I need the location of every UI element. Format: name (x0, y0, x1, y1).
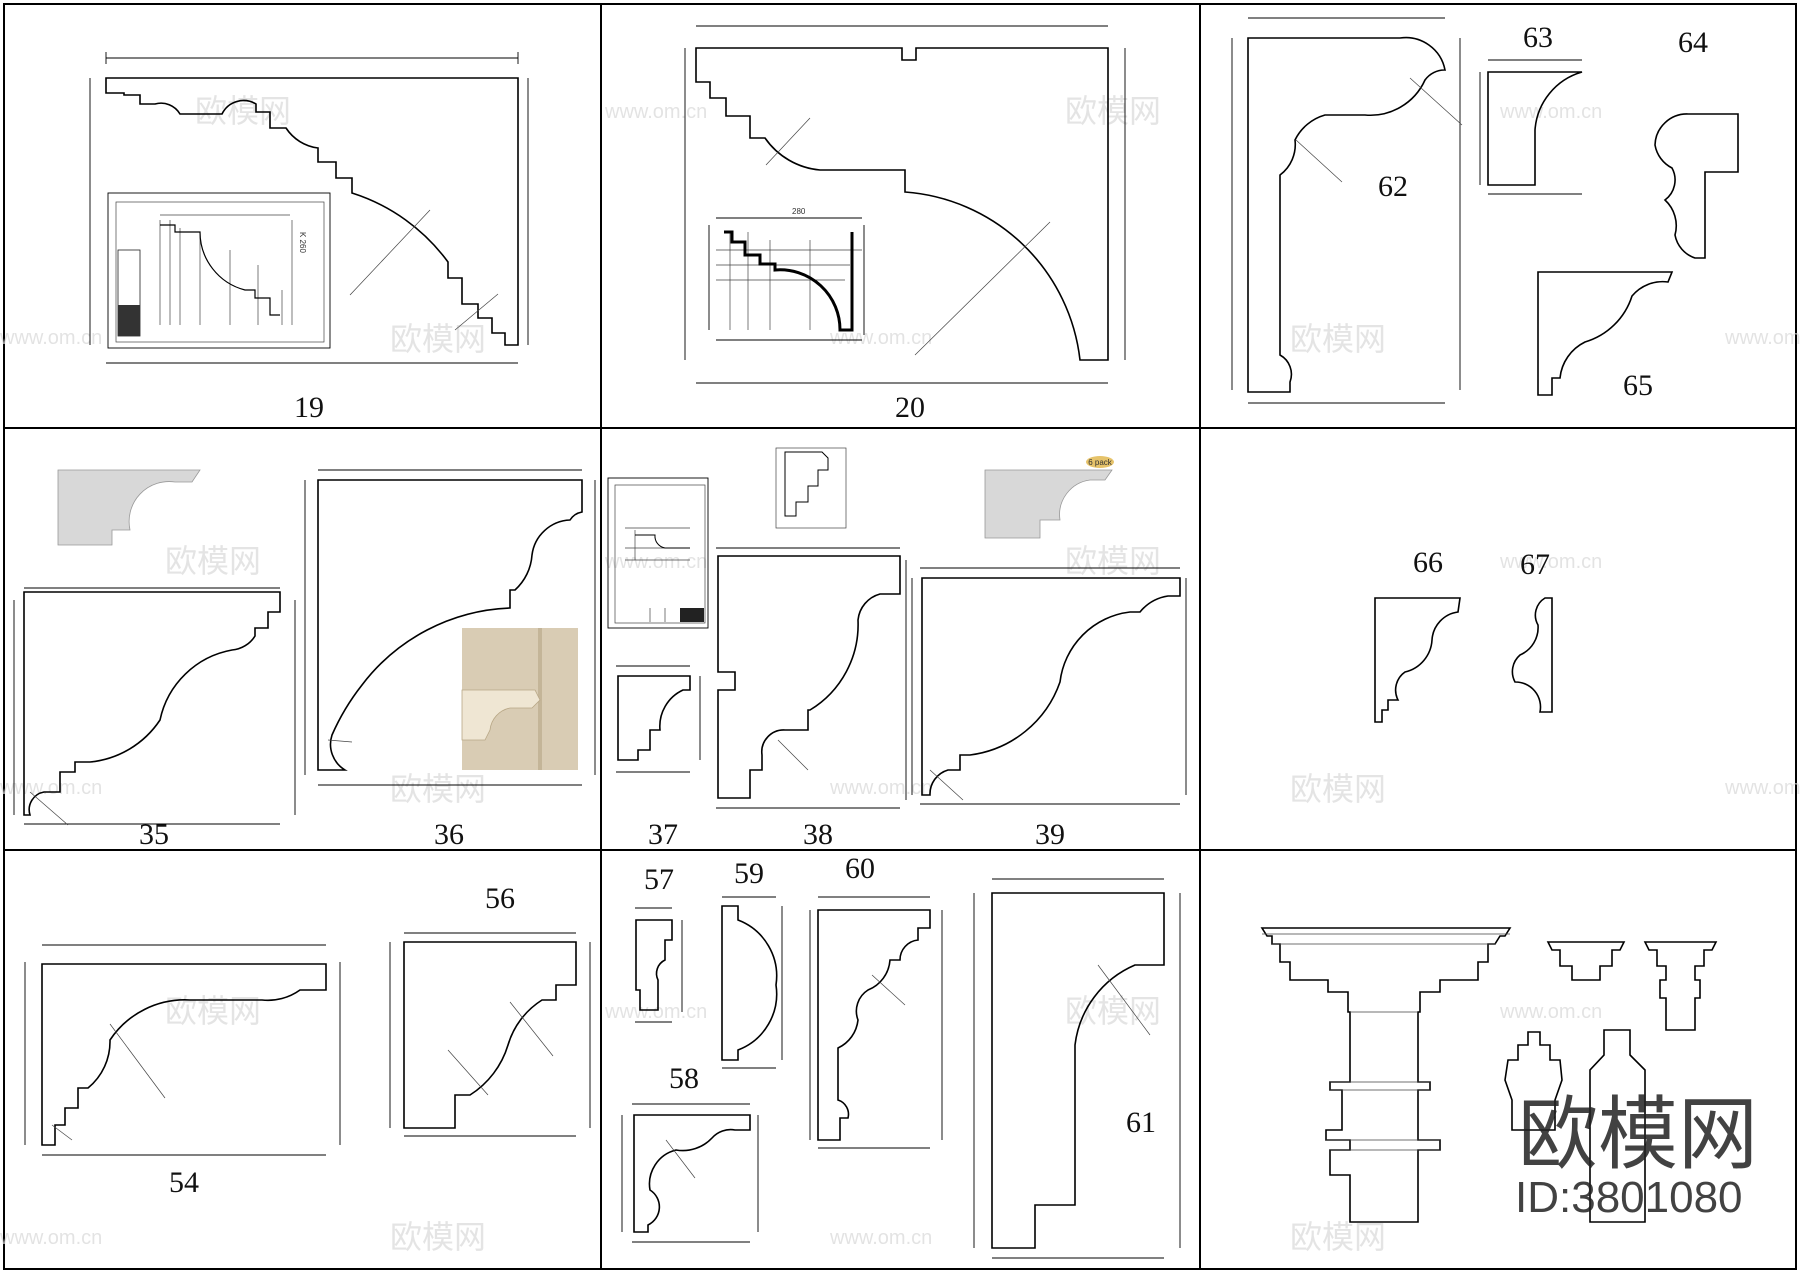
profile-61-number: 61 (1126, 1106, 1156, 1139)
watermark-url: www.om.cn (604, 1001, 707, 1023)
watermark-brand: 欧模网 (1065, 92, 1161, 130)
profile-66-drawing: 66 (1374, 546, 1461, 723)
watermark-brand: 欧模网 (390, 1218, 486, 1256)
profile-57-drawing: 57 (635, 863, 683, 1023)
profile-62-drawing: 62 (1231, 17, 1463, 404)
grid-frame (3, 3, 1797, 1270)
watermark-url: www.om.cn (829, 777, 932, 799)
watermark-id-text: ID:3801080 (1515, 1173, 1743, 1222)
profile-65-drawing: 65 (1537, 271, 1674, 402)
watermark-url: www.om.cn (1724, 327, 1800, 349)
profile-63-drawing: 63 (1479, 21, 1583, 195)
profile-20-number: 20 (895, 391, 925, 424)
profile-64-drawing: 64 (1654, 26, 1739, 259)
watermark-brand: 欧模网 (390, 770, 486, 808)
background-watermarks: 欧模网 欧模网 欧模网 欧模网 欧模网 欧模网 欧模网 欧模网 欧模网 欧模网 … (0, 92, 1800, 1256)
profile-57-number: 57 (644, 863, 674, 896)
column-capital-drawing (1260, 927, 1718, 1223)
profile-19-number: 19 (294, 391, 324, 424)
profile-59-number: 59 (734, 857, 764, 890)
profile-37-number: 37 (648, 818, 678, 851)
profile-62-number: 62 (1378, 170, 1408, 203)
watermark-brand: 欧模网 (195, 92, 291, 130)
profile-38-drawing: 38 (716, 547, 907, 851)
watermark-url: www.om.cn (604, 551, 707, 573)
watermark-brand: 欧模网 (165, 992, 261, 1030)
watermark-brand: 欧模网 (1290, 770, 1386, 808)
profile-67-drawing: 67 (1511, 548, 1553, 713)
profile-35-number: 35 (139, 818, 169, 851)
profile-54-drawing: 54 (24, 944, 341, 1199)
watermark-url: www.om.cn (0, 1227, 102, 1249)
profile-20-drawing: 280 20 (684, 25, 1126, 424)
watermark-url: www.om.cn (0, 777, 102, 799)
profile-39-drawing: 6 pack 39 (911, 456, 1187, 851)
watermark-logo-text: 欧模网 (1518, 1088, 1758, 1181)
profile-56-drawing: 56 (389, 882, 591, 1137)
profile-56-number: 56 (485, 882, 515, 915)
profile-67-number: 67 (1520, 548, 1550, 581)
watermark-url: www.om.cn (0, 327, 102, 349)
watermark-url: www.om.cn (829, 1227, 932, 1249)
profile-63-number: 63 (1523, 21, 1553, 54)
profile-59-drawing: 59 (721, 857, 783, 1069)
watermark-url: www.om.cn (1724, 777, 1800, 799)
watermark-url: www.om.cn (1499, 101, 1602, 123)
watermark-brand: 欧模网 (390, 320, 486, 358)
profile-35-drawing: 35 (13, 469, 296, 851)
profile-39-number: 39 (1035, 818, 1065, 851)
profile-60-drawing: 60 (809, 852, 943, 1149)
profile-39-render (984, 469, 1113, 539)
profile-54-number: 54 (169, 1166, 199, 1199)
watermark-brand: 欧模网 (1290, 1218, 1386, 1256)
profile-66-number: 66 (1413, 546, 1443, 579)
dim-280-label: 280 (792, 207, 806, 216)
watermark-url: www.om.cn (1499, 1001, 1602, 1023)
k260-label: K 260 (298, 232, 307, 253)
watermark-url: www.om.cn (604, 101, 707, 123)
profile-65-number: 65 (1623, 369, 1653, 402)
profile-64-number: 64 (1678, 26, 1708, 59)
six-pack-label: 6 pack (1088, 458, 1113, 467)
watermark-url: www.om.cn (829, 327, 932, 349)
profile-60-number: 60 (845, 852, 875, 885)
profile-36-drawing: 36 (304, 469, 596, 851)
watermark-url: www.om.cn (1499, 551, 1602, 573)
watermark-logo: 欧模网 ID:3801080 (1515, 1088, 1758, 1222)
profile-35-render (57, 469, 201, 546)
profile-36-number: 36 (434, 818, 464, 851)
profile-58-drawing: 58 (621, 1062, 759, 1243)
six-pack-badge (1086, 456, 1114, 468)
profile-58-number: 58 (669, 1062, 699, 1095)
profile-19-drawing: K 260 19 (89, 52, 529, 424)
profile-38-number: 38 (803, 818, 833, 851)
watermark-brand: 欧模网 (1065, 992, 1161, 1030)
watermark-brand: 欧模网 (1065, 542, 1161, 580)
watermark-brand: 欧模网 (165, 542, 261, 580)
profile-61-drawing: 61 (973, 878, 1181, 1259)
profile-37-drawing: 37 (607, 447, 847, 851)
watermark-brand: 欧模网 (1290, 320, 1386, 358)
